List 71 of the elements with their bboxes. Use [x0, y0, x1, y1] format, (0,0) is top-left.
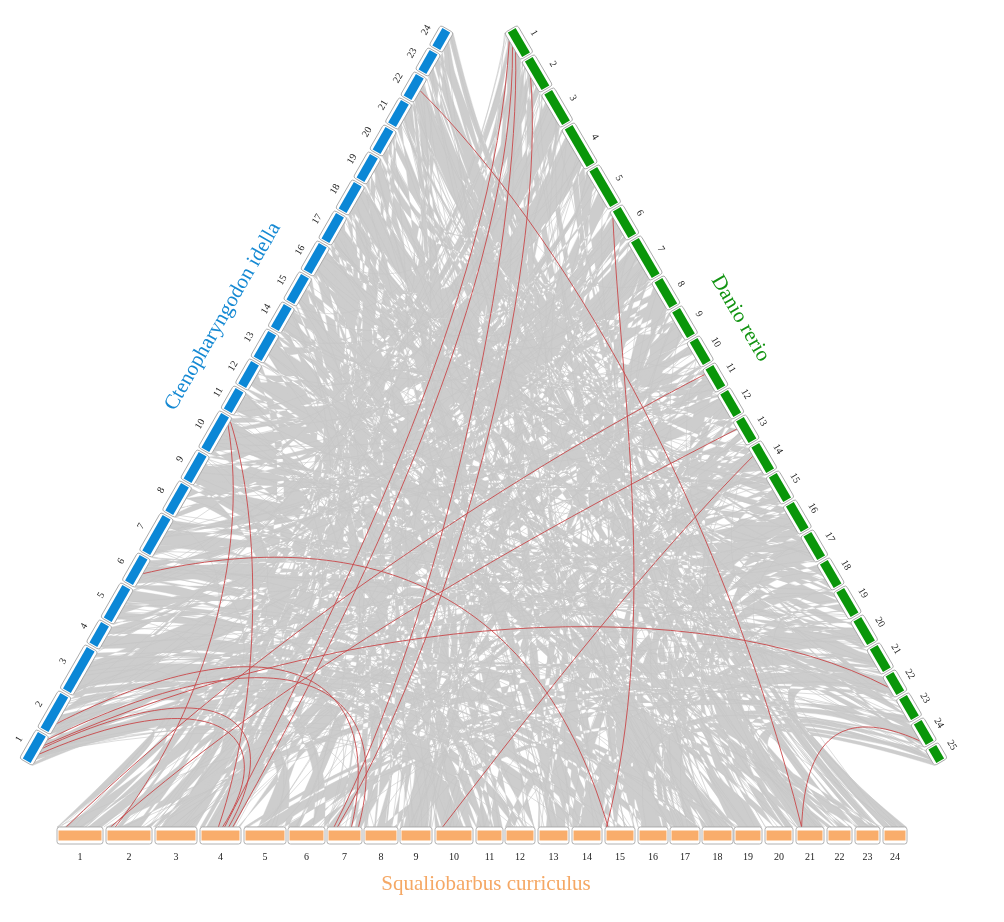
- chromosome-number: 8: [675, 279, 687, 289]
- chromosome-number: 5: [613, 173, 625, 183]
- chromosome-number: 15: [275, 273, 289, 287]
- chromosome-number: 16: [805, 501, 820, 515]
- chromosome-number: 18: [839, 558, 854, 572]
- chromosome-number: 22: [834, 851, 845, 862]
- chromosome-number: 8: [378, 851, 384, 862]
- chromosome-number: 19: [743, 851, 753, 862]
- chromosome-number: 19: [856, 586, 870, 601]
- chromosome-number: 13: [548, 851, 559, 862]
- chromosome-number: 9: [413, 851, 419, 862]
- chromosome-number: 17: [822, 530, 837, 544]
- chromosome-number: 2: [33, 698, 45, 709]
- chromosome-number: 20: [872, 615, 887, 629]
- chromosome-number: 24: [932, 716, 947, 731]
- species-label: Squaliobarbus curriculus: [381, 872, 591, 894]
- chromosome-number: 22: [903, 667, 918, 682]
- chromosome-number: 1: [528, 28, 540, 39]
- chromosome-number: 18: [712, 851, 723, 862]
- chromosome-number: 9: [173, 453, 186, 464]
- chromosome-number: 8: [155, 485, 167, 495]
- chromosome-number: 14: [582, 851, 592, 862]
- chromosome-number: 17: [680, 851, 690, 862]
- chromosome-number: 14: [258, 301, 273, 316]
- chromosome-number: 6: [115, 556, 127, 566]
- chromosome-number: 1: [77, 851, 83, 862]
- chromosome-number: 23: [405, 46, 420, 60]
- chromosome-number: 3: [57, 656, 69, 666]
- chromosome-number: 15: [788, 471, 803, 486]
- chromosome-number: 10: [449, 851, 459, 862]
- chromosome-number: 25: [945, 738, 959, 752]
- chromosome-number: 21: [888, 642, 903, 657]
- chromosome-number: 5: [95, 589, 107, 600]
- chromosome-number: 23: [862, 851, 873, 862]
- chromosome-number: 10: [708, 335, 723, 350]
- chromosome-number: 24: [418, 23, 433, 37]
- chromosome-number: 22: [391, 71, 405, 85]
- chromosome-number: 21: [805, 851, 815, 862]
- chromosome-number: 6: [634, 208, 646, 219]
- chromosome-number: 21: [376, 97, 390, 112]
- chromosome-number: 10: [192, 416, 207, 431]
- chromosome-number: 4: [78, 620, 90, 631]
- chromosome-number: 11: [484, 851, 495, 862]
- chromosome-number: 6: [304, 851, 309, 862]
- chromosome-number: 2: [547, 59, 559, 70]
- chromosome-number: 12: [739, 387, 754, 402]
- chromosome-number: 15: [615, 851, 625, 862]
- chromosome-number: 4: [589, 132, 601, 142]
- chromosome-number: 24: [890, 851, 900, 862]
- chromosome-number: 20: [774, 851, 784, 862]
- chromosome-number: 20: [360, 124, 375, 139]
- chromosome-number: 7: [655, 244, 667, 254]
- chromosome-number: 9: [693, 309, 705, 319]
- chromosome-number: 3: [173, 851, 179, 862]
- chromosome-number: 7: [135, 521, 147, 531]
- chromosome-number: 16: [648, 851, 658, 862]
- chromosome-number: 19: [344, 152, 359, 166]
- chromosome-number: 2: [126, 851, 132, 862]
- chromosome-number: 1: [13, 733, 25, 744]
- chromosome-number: 17: [310, 212, 324, 226]
- chromosome-number: 13: [754, 414, 769, 428]
- chromosome-number: 11: [724, 361, 738, 376]
- chromosome-number: 18: [327, 181, 342, 196]
- chromosome-number: 7: [342, 851, 347, 862]
- chromosome-number: 3: [567, 93, 579, 104]
- chromosome-number: 4: [218, 851, 223, 862]
- chromosome-number: 5: [262, 851, 268, 862]
- chromosome-number: 14: [771, 442, 786, 456]
- chromosome-number: 12: [515, 851, 525, 862]
- chromosome-number: 16: [292, 242, 307, 257]
- chromosome-number: 23: [917, 691, 932, 706]
